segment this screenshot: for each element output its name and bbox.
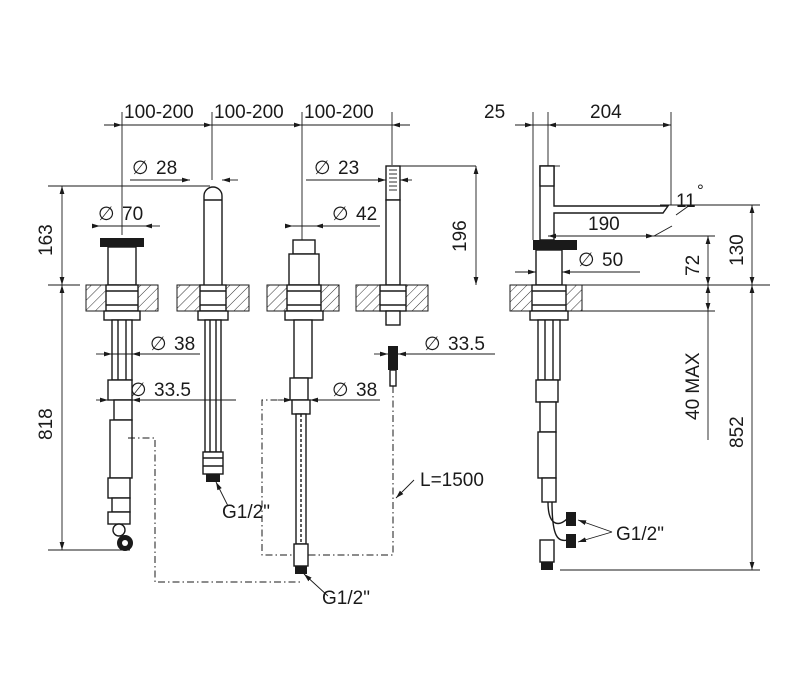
diameter-symbol-70: ∅ (98, 204, 115, 225)
inlet-2-label: G1/2" (322, 588, 370, 609)
dim-span-1: 100-200 (124, 102, 194, 123)
diameter-symbol-23: ∅ (314, 158, 331, 179)
hand-shower-connector-icon (388, 346, 398, 370)
control-knob-assembly (100, 238, 144, 551)
dim-dia-42: 42 (356, 204, 377, 225)
hose-length-label: L=1500 (420, 470, 484, 491)
diameter-symbol-50: ∅ (578, 250, 595, 271)
control-knob-body (107, 246, 137, 286)
dim-dia-33-5-b: 33.5 (448, 334, 485, 355)
side-view-assembly (529, 165, 670, 570)
dim-dia-38-b: 38 (356, 380, 377, 401)
dim-dia-28: 28 (156, 158, 177, 179)
side-view-ring (533, 240, 577, 250)
spout-tube (203, 186, 223, 287)
dim-height-196: 196 (450, 220, 471, 252)
hand-shower-head (385, 165, 401, 201)
dim-height-72: 72 (683, 255, 704, 276)
diameter-symbol-42: ∅ (332, 204, 349, 225)
dim-height-130: 130 (727, 234, 748, 266)
dimension-labels: 100-200 100-200 100-200 25 204 ∅ 28 ∅ 23… (36, 102, 748, 609)
dim-dia-38-a: 38 (174, 334, 195, 355)
dim-length-190: 190 (588, 214, 620, 235)
diverter-knob (292, 239, 316, 255)
dim-length-204: 204 (590, 102, 622, 123)
dim-dia-50: 50 (602, 250, 623, 271)
diameter-symbol-28: ∅ (132, 158, 149, 179)
diverter-assembly (284, 239, 324, 574)
diameter-symbol-38-a: ∅ (150, 334, 167, 355)
degree-symbol: ° (697, 181, 704, 200)
flexible-hoses (128, 386, 394, 583)
spout-inlet-fitting-icon (206, 474, 220, 482)
hose-hand-shower (308, 386, 394, 556)
dim-offset-25: 25 (484, 102, 505, 123)
side-view-bottom-fitting-icon (541, 562, 553, 570)
inlet-3-label: G1/2" (616, 524, 664, 545)
control-knob-cap (100, 238, 144, 247)
dimension-lines (59, 122, 755, 597)
dim-height-163: 163 (36, 224, 57, 256)
diameter-symbol-38-b: ∅ (332, 380, 349, 401)
side-view-inlet-fitting-2-icon (566, 534, 576, 548)
diameter-symbol-33-5-b: ∅ (424, 334, 441, 355)
side-view-inlet-fitting-1-icon (566, 512, 576, 526)
hand-shower-assembly (379, 165, 407, 387)
countertop-sections (85, 284, 583, 312)
diverter-inlet-fitting-icon (295, 566, 307, 574)
dim-dia-70: 70 (122, 204, 143, 225)
hose-spout-to-diverter (261, 399, 294, 556)
dim-max-40: 40 MAX (683, 352, 704, 420)
dim-span-3: 100-200 (304, 102, 374, 123)
dim-dia-23: 23 (338, 158, 359, 179)
dim-span-2: 100-200 (214, 102, 284, 123)
dim-height-852: 852 (727, 416, 748, 448)
inlet-1-label: G1/2" (222, 502, 270, 523)
spout-assembly (197, 186, 229, 482)
diameter-symbol-33-5-a: ∅ (130, 380, 147, 401)
dim-dia-33-5-a: 33.5 (154, 380, 191, 401)
dim-angle-11: 11 (676, 191, 696, 212)
dim-height-818: 818 (36, 408, 57, 440)
